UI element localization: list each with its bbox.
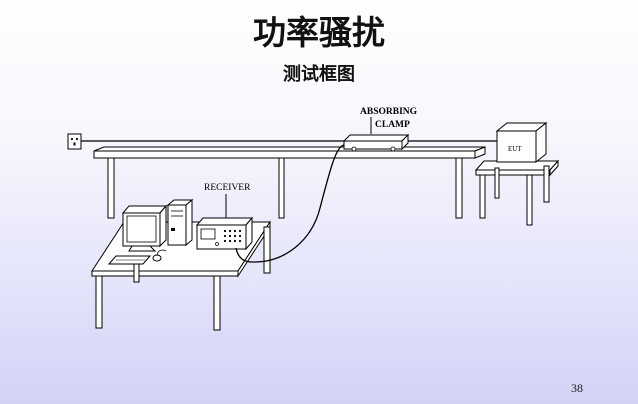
clamp-label-line2: CLAMP bbox=[375, 120, 410, 130]
keyboard-icon bbox=[107, 255, 152, 265]
mouse-icon bbox=[152, 249, 167, 262]
page-number: 38 bbox=[571, 381, 583, 395]
monitor-icon bbox=[121, 204, 168, 252]
clamp-label-line1: ABSORBING bbox=[360, 107, 418, 117]
power-outlet-icon bbox=[67, 133, 82, 150]
slide-title: 功率骚扰 bbox=[253, 13, 385, 52]
eut-box-icon bbox=[495, 121, 548, 164]
eut-table bbox=[474, 159, 560, 226]
receiver-label: RECEIVER bbox=[204, 183, 251, 193]
eut-label: EUT bbox=[508, 145, 522, 153]
coax-cable bbox=[235, 144, 345, 263]
absorbing-clamp bbox=[342, 133, 410, 152]
slide-subtitle: 测试框图 bbox=[283, 64, 355, 85]
receiver-device-icon bbox=[195, 216, 254, 251]
pc-tower-icon bbox=[166, 198, 194, 247]
